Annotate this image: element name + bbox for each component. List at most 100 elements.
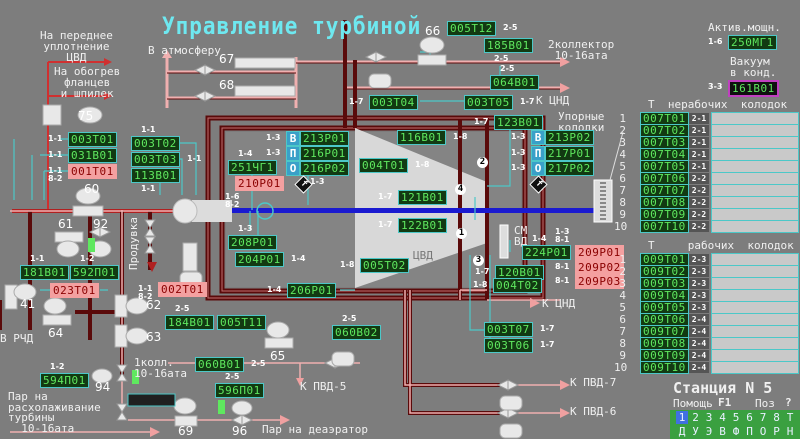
nonworking-pad-code: 2-1 — [689, 161, 709, 172]
station-key-6[interactable]: О — [759, 425, 767, 438]
tag-208p01[interactable]: 208P01 — [228, 235, 277, 250]
tag-251чг1[interactable]: 251ЧГ1 — [228, 160, 277, 175]
station-key-0[interactable]: Д — [678, 425, 686, 438]
tag-001t01[interactable]: 001T01 — [68, 164, 117, 179]
tag-code: 1-3 — [511, 132, 526, 141]
tag-204p01[interactable]: 204P01 — [235, 252, 284, 267]
tag-003t01[interactable]: 003T01 — [68, 132, 117, 147]
working-pad-index: 3 — [619, 277, 626, 290]
station-key-7[interactable]: 7 — [759, 411, 767, 424]
pos-key[interactable]: ? — [785, 396, 792, 409]
nonworking-pad-index: 8 — [619, 196, 626, 209]
station-key-3[interactable]: В — [719, 425, 726, 438]
tag-003t06[interactable]: 003T06 — [484, 338, 533, 353]
nonworking-pad-code: 2-1 — [689, 149, 709, 160]
tag-596п01[interactable]: 596П01 — [215, 383, 264, 398]
tag-code: 1-1 — [187, 154, 202, 163]
tag-003t05[interactable]: 003T05 — [464, 95, 513, 110]
station-key-4[interactable]: 4 — [719, 411, 726, 424]
station-key-Т[interactable]: Т — [786, 411, 794, 424]
tag-184b01[interactable]: 184B01 — [165, 315, 214, 330]
tag-210p01[interactable]: 210P01 — [235, 176, 284, 191]
tag-code: 1-7 — [540, 340, 555, 349]
station-key-8[interactable]: Н — [786, 425, 794, 438]
tag-code: 1-7 — [540, 324, 555, 333]
nonworking-pad-tag[interactable]: 007T10 — [640, 220, 689, 233]
tag-002t01[interactable]: 002T01 — [158, 282, 207, 297]
tag-code: 1-2 — [50, 362, 65, 371]
station-key-1[interactable]: У — [692, 425, 699, 438]
tag-594п01[interactable]: 594П01 — [40, 373, 89, 388]
tag-code: 1-4 — [291, 254, 306, 263]
station-key-5[interactable]: П — [746, 425, 753, 438]
tag-060b02[interactable]: 060B02 — [332, 325, 381, 340]
tag-005t12[interactable]: 005T12 — [447, 21, 496, 36]
tag-code: 2-5 — [225, 372, 240, 381]
tag-213p02[interactable]: 213P02 — [545, 130, 594, 145]
tag-005t02[interactable]: 005T02 — [360, 258, 409, 273]
tag-181b01[interactable]: 181B01 — [20, 265, 69, 280]
tag-209p02[interactable]: 209P02 — [575, 260, 624, 275]
working-pad-tag[interactable]: 009T10 — [640, 361, 689, 374]
working-pad-index: 1 — [619, 253, 626, 266]
tag-023t01[interactable]: 023T01 — [50, 283, 99, 298]
tag-code: 3-3 — [708, 82, 723, 91]
station-key-5[interactable]: 5 — [732, 411, 740, 424]
tag-code: 1-1 8-2 — [138, 284, 153, 301]
tag-code: 1-1 8-2 — [48, 166, 63, 183]
nonworking-pad-index: 9 — [619, 208, 626, 221]
tag-216p01[interactable]: 216P01 — [300, 146, 349, 161]
working-pad-bar — [711, 361, 799, 374]
tag-213p01[interactable]: 213P01 — [300, 131, 349, 146]
tag-592п01[interactable]: 592П01 — [70, 265, 119, 280]
tag-209p03[interactable]: 209P03 — [575, 274, 624, 289]
measure-point-marker: 4 — [455, 184, 466, 195]
station-key-2[interactable]: Э — [705, 425, 713, 438]
nonworking-pad-code: 2-1 — [689, 113, 709, 124]
tag-060b01[interactable]: 060B01 — [195, 357, 244, 372]
nonworking-pad-index: 7 — [619, 184, 626, 197]
station-key-8[interactable]: 8 — [773, 411, 780, 424]
tag-031b01[interactable]: 031B01 — [68, 148, 117, 163]
tag-224p01[interactable]: 224P01 — [522, 245, 571, 260]
tag-206p01[interactable]: 206P01 — [287, 283, 336, 298]
tag-003t04[interactable]: 003T04 — [369, 95, 418, 110]
help-key[interactable]: F1 — [718, 396, 732, 409]
tag-code: 1-3 — [511, 163, 526, 172]
tag-code: 1-7 — [378, 192, 393, 201]
tag-code: 2-5 — [503, 23, 518, 32]
equipment-number: 62 — [146, 298, 162, 312]
tag-004t01[interactable]: 004T01 — [359, 158, 408, 173]
tag-121b01[interactable]: 121B01 — [398, 190, 447, 205]
station-key-4[interactable]: Ф — [732, 425, 740, 438]
tag-217p02[interactable]: 217P02 — [545, 161, 594, 176]
tag-116b01[interactable]: 116B01 — [397, 130, 446, 145]
station-key-3[interactable]: 3 — [705, 411, 713, 424]
tag-003t02[interactable]: 003T02 — [131, 136, 180, 151]
tag-217p01[interactable]: 217P01 — [545, 146, 594, 161]
tag-004t02[interactable]: 004T02 — [493, 278, 542, 293]
valve-badge: О — [531, 161, 545, 176]
station-key-2[interactable]: 2 — [692, 411, 699, 424]
station-key-7[interactable]: Р — [773, 425, 780, 438]
tag-123b01[interactable]: 123B01 — [494, 115, 543, 130]
tag-185b01[interactable]: 185B01 — [484, 38, 533, 53]
tag-113b01[interactable]: 113B01 — [131, 168, 180, 183]
tag-209p01[interactable]: 209P01 — [575, 245, 624, 260]
station-key-1[interactable]: 1 — [676, 411, 688, 424]
tag-161b01[interactable]: 161B01 — [728, 80, 779, 97]
tag-code: 1-4 — [532, 234, 547, 243]
tag-003t03[interactable]: 003T03 — [131, 152, 180, 167]
tag-122b01[interactable]: 122B01 — [398, 218, 447, 233]
tag-005t11[interactable]: 005T11 — [217, 315, 266, 330]
station-key-6[interactable]: 6 — [746, 411, 753, 424]
tag-216p02[interactable]: 216P02 — [300, 161, 349, 176]
tag-003t07[interactable]: 003T07 — [484, 322, 533, 337]
tag-064b01[interactable]: 064B01 — [490, 75, 539, 90]
tag-code: 2-5 — [342, 314, 357, 323]
label-nonworking-pads: Т нерабочих колодок — [648, 98, 788, 111]
equipment-number: 75 — [78, 109, 94, 123]
tag-250mг1[interactable]: 250MГ1 — [728, 35, 777, 50]
label-cooling-steam: Пар на расхолаживание турбины 10-16ата — [8, 390, 101, 435]
